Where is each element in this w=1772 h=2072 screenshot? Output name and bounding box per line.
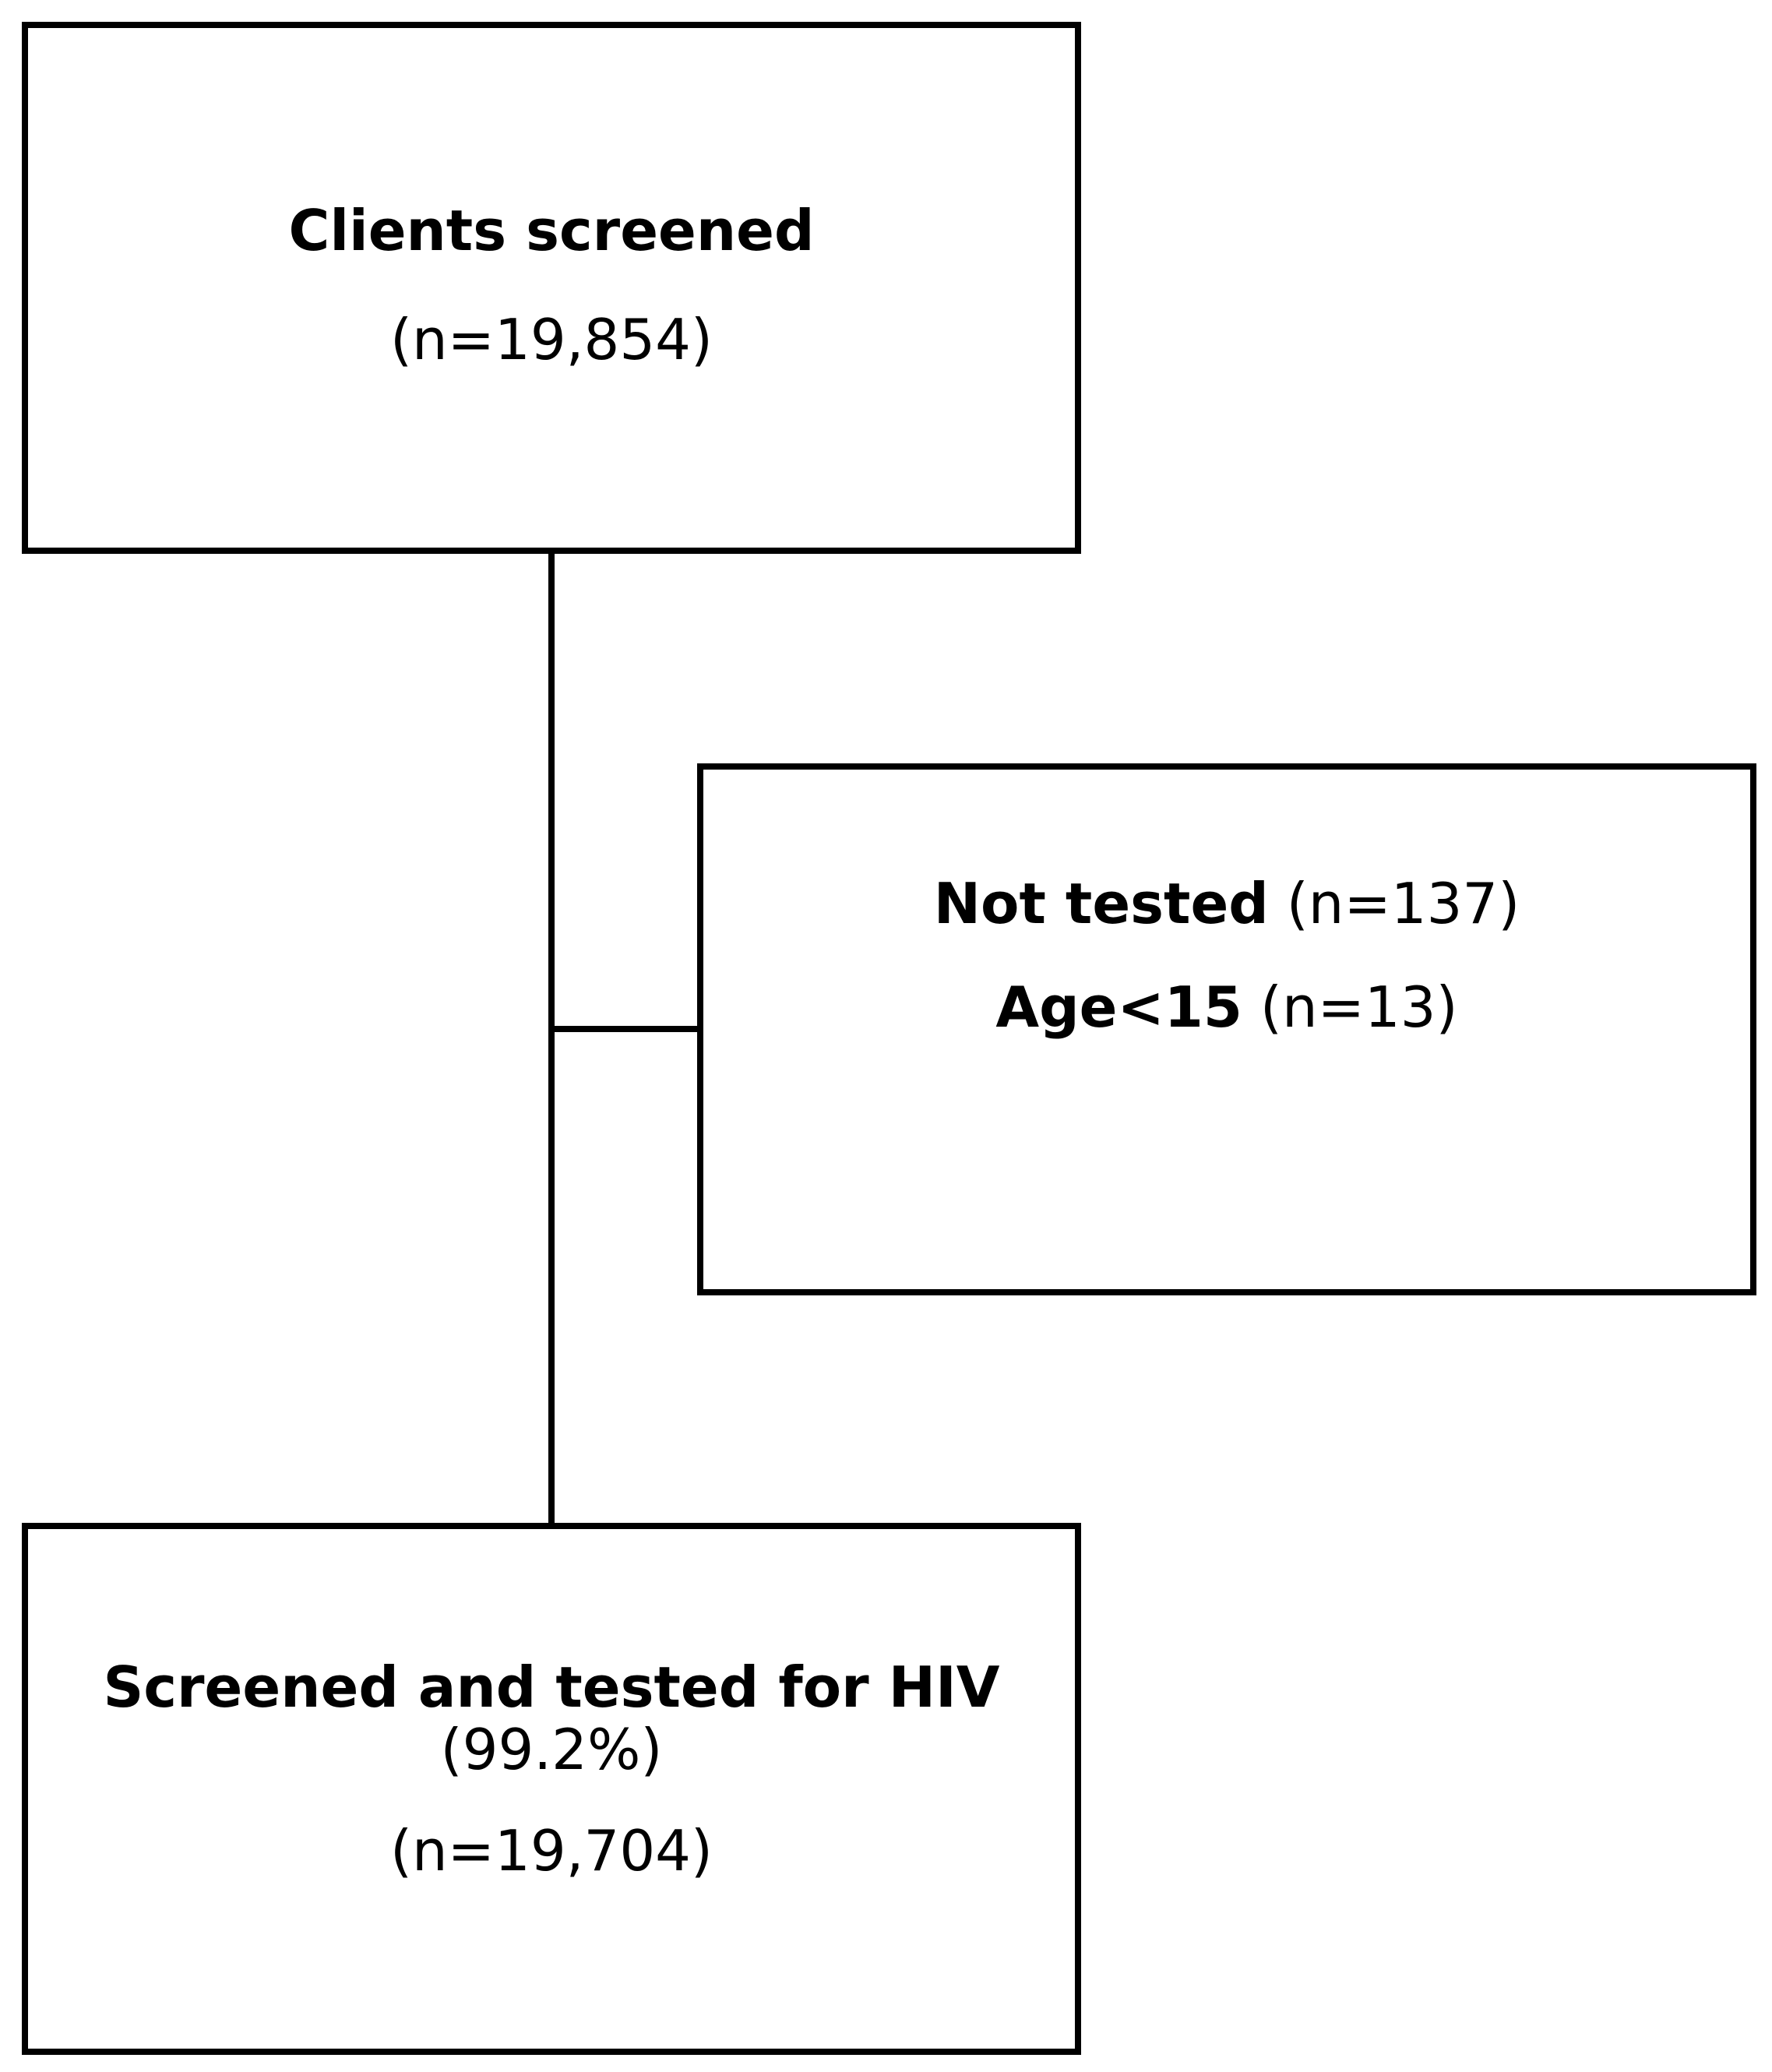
node-title: Not tested — [933, 871, 1269, 936]
connector-vertical — [548, 554, 555, 1523]
node-count: (n=137) — [1268, 871, 1520, 936]
node-title: Screened and tested for HIV — [103, 1654, 1000, 1720]
node-subtitle: Age<15 — [995, 974, 1242, 1040]
node-subtitle-row: Age<15 (n=13) — [703, 972, 1750, 1042]
node-screened-and-tested: Screened and tested for HIV (99.2%) (n=1… — [22, 1523, 1081, 2055]
connector-branch — [548, 1026, 697, 1032]
node-count: (n=19,854) — [389, 307, 713, 372]
node-subcount: (n=13) — [1242, 974, 1458, 1040]
node-not-tested: Not tested (n=137) Age<15 (n=13) — [697, 763, 1756, 1295]
node-count: (n=19,704) — [389, 1818, 713, 1883]
node-title: Clients screened — [288, 198, 815, 263]
node-clients-screened: Clients screened (n=19,854) — [22, 22, 1081, 554]
node-percent: (99.2%) — [440, 1717, 663, 1782]
node-title-row: Not tested (n=137) — [703, 869, 1750, 939]
